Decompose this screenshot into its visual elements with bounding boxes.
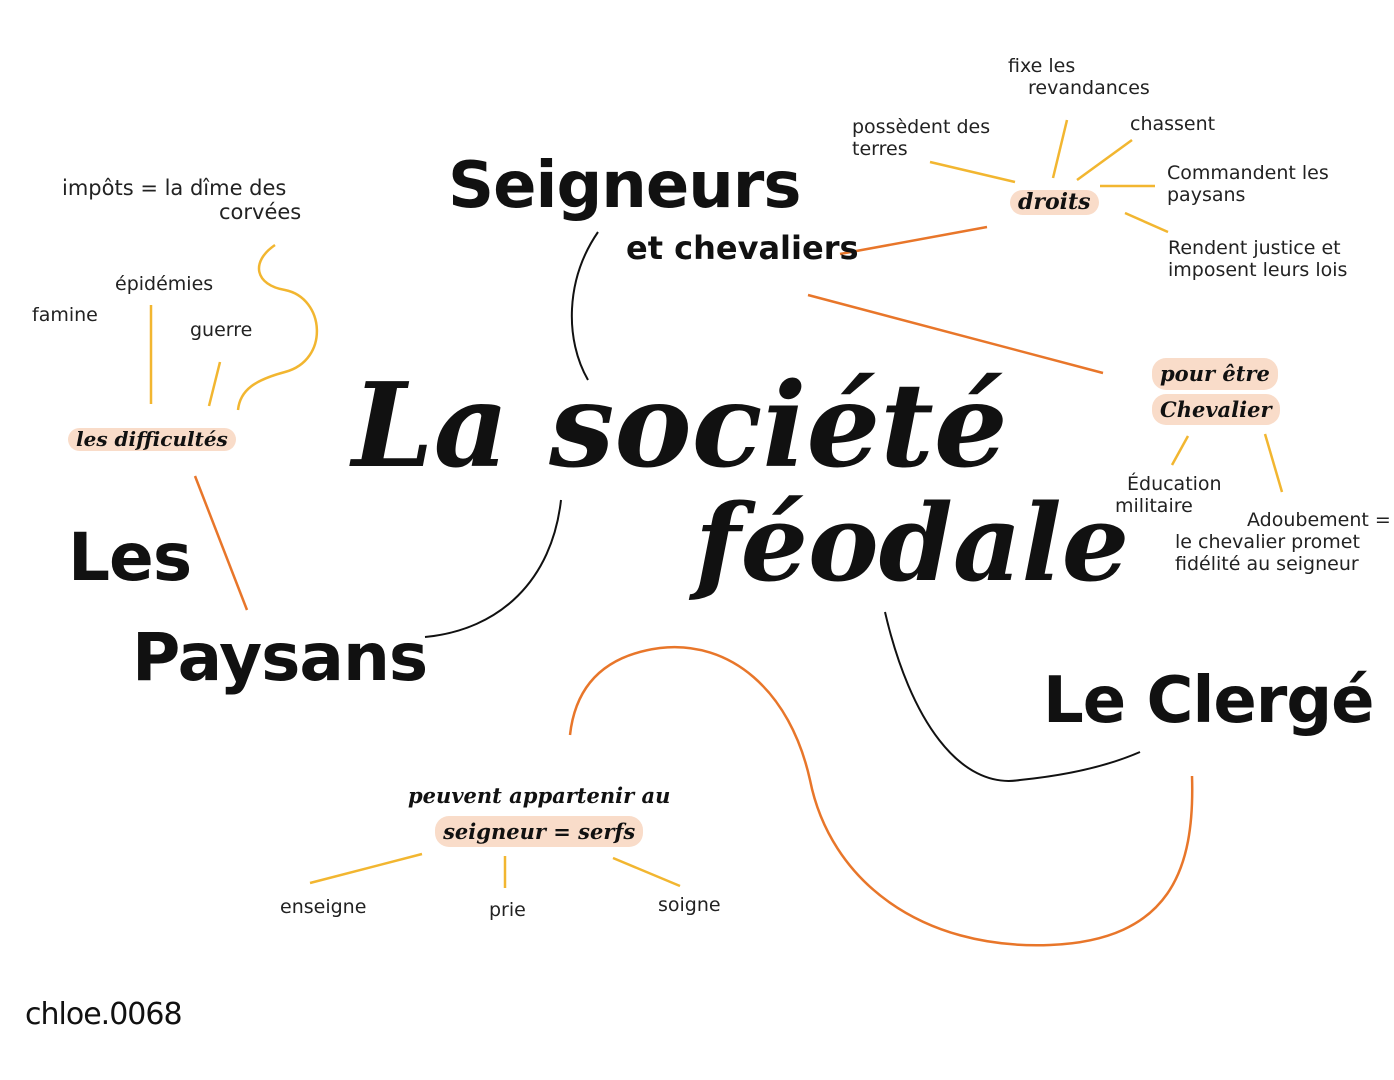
paysans-heading-line2: Paysans [132, 619, 428, 696]
serfs-label-line2: seigneur = serfs [435, 815, 644, 847]
droits-possedent-line2: terres [852, 137, 908, 160]
impots-line2: corvées [219, 200, 302, 225]
chevalier-label-line2: Chevalier [1152, 393, 1280, 425]
connector-difficultes-impots [236, 243, 319, 411]
droits-possedent-note: possèdent des terres [852, 116, 991, 161]
droits-rendent-line1: Rendent justice et [1168, 237, 1341, 259]
main-title-line2: féodale [695, 480, 1130, 605]
main-title-line1: La société [352, 358, 1008, 494]
guerre-note: guerre [190, 319, 253, 341]
enseigne-note: enseigne [280, 896, 367, 918]
connector-serfs-enseigne [309, 852, 423, 885]
chevalier-label: pour être Chevalier [1152, 358, 1280, 425]
chevalier-label-line1: pour être [1152, 358, 1278, 390]
soigne-note: soigne [658, 894, 721, 916]
impots-note: impôts = la dîme des corvées [62, 176, 301, 224]
droits-label: droits [1010, 189, 1099, 216]
serfs-label-line1: peuvent appartenir au [408, 783, 671, 808]
seigneurs-subheading: et chevaliers [626, 229, 859, 267]
adoubement-line3: fidélité au seigneur [1175, 552, 1359, 575]
droits-fixe-line1: fixe les [1008, 55, 1076, 77]
droits-fixe-note: fixe les revandances [1008, 55, 1150, 100]
connector-chevalier-adoubement [1263, 433, 1284, 493]
connector-droits-fixe [1051, 119, 1069, 179]
connector-droits-possedent [929, 160, 1016, 184]
droits-possedent-line1: possèdent des [852, 116, 991, 138]
seigneurs-heading: Seigneurs [448, 149, 801, 223]
connector-clerge-serfs [568, 645, 1194, 947]
education-line2: militaire [1115, 494, 1193, 517]
famine-note: famine [32, 304, 98, 326]
droits-rendent-note: Rendent justice et imposent leurs lois [1168, 237, 1348, 282]
connector-title-clerge [884, 611, 1141, 782]
connector-seigneurs-chevalier [807, 293, 1104, 375]
clerge-heading: Le Clergé [1043, 664, 1375, 738]
education-note: Éducation militaire [1115, 473, 1222, 518]
serfs-label: peuvent appartenir au seigneur = serfs [408, 780, 670, 847]
connector-droits-rendent [1124, 211, 1169, 234]
droits-commandent-line2: paysans [1167, 183, 1246, 206]
connector-title-paysans [424, 499, 562, 638]
droits-fixe-line2: revandances [1028, 76, 1150, 99]
difficultes-label: les difficultés [68, 428, 236, 451]
droits-rendent-line2: imposent leurs lois [1168, 258, 1348, 281]
connector-title-seigneurs [570, 231, 599, 381]
connector-paysans-difficultes [193, 475, 249, 611]
prie-note: prie [489, 899, 526, 921]
author-signature: chloe.0068 [25, 997, 183, 1032]
epidemies-note: épidémies [115, 273, 214, 295]
connector-droits-chassent [1076, 138, 1133, 182]
impots-line1: impôts = la dîme des [62, 176, 287, 200]
connector-seigneurs-droits [839, 225, 988, 256]
adoubement-line2: le chevalier promet [1175, 530, 1360, 553]
connector-difficultes-guerre [207, 361, 222, 407]
connector-serfs-soigne [612, 856, 681, 888]
paysans-heading-line1: Les [68, 519, 192, 596]
droits-commandent-note: Commandent les paysans [1167, 162, 1329, 207]
adoubement-line1: Adoubement = [1247, 509, 1391, 531]
droits-commandent-line1: Commandent les [1167, 162, 1329, 184]
adoubement-note: Adoubement = le chevalier promet fidélit… [1175, 509, 1391, 576]
education-line1: Éducation [1127, 473, 1222, 495]
connector-chevalier-education [1170, 435, 1190, 466]
droits-chassent-note: chassent [1130, 113, 1216, 135]
